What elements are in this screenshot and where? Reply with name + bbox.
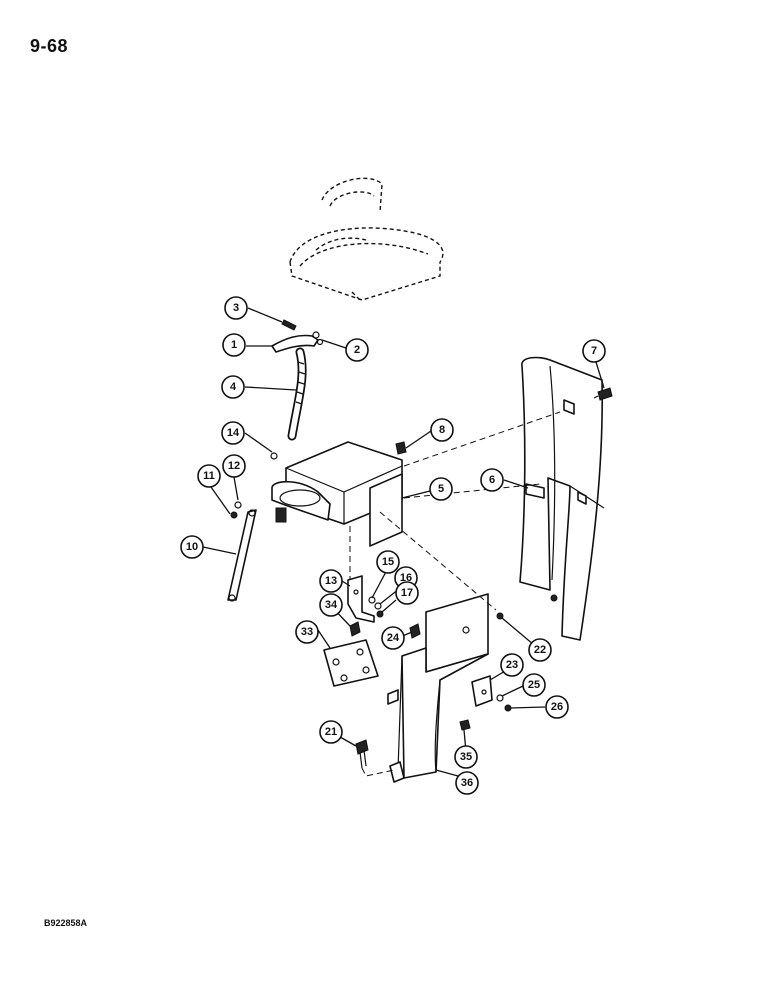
svg-text:3: 3 bbox=[233, 302, 239, 314]
callout-13: 13 bbox=[319, 569, 343, 593]
svg-text:4: 4 bbox=[230, 381, 237, 393]
callout-10: 10 bbox=[180, 535, 204, 559]
lever-assembly bbox=[271, 319, 324, 353]
bolt-21 bbox=[355, 739, 369, 769]
svg-text:33: 33 bbox=[301, 626, 313, 638]
svg-text:34: 34 bbox=[325, 599, 338, 611]
callout-35: 35 bbox=[454, 745, 478, 769]
callout-15: 15 bbox=[376, 550, 400, 574]
callout-25: 25 bbox=[522, 673, 546, 697]
alignment-lines bbox=[349, 411, 561, 777]
nut-35 bbox=[459, 719, 471, 731]
callout-11: 11 bbox=[197, 464, 221, 488]
callout-17: 17 bbox=[395, 581, 419, 605]
svg-text:14: 14 bbox=[227, 427, 240, 439]
svg-text:12: 12 bbox=[228, 460, 240, 472]
page-number: 9-68 bbox=[30, 36, 69, 56]
plate-33 bbox=[323, 639, 379, 687]
svg-text:13: 13 bbox=[325, 575, 337, 587]
callout-36: 36 bbox=[455, 771, 479, 795]
pedestal-36 bbox=[387, 593, 504, 783]
svg-text:35: 35 bbox=[460, 751, 472, 763]
callout-23: 23 bbox=[500, 653, 524, 677]
figure-code: B922858A bbox=[44, 918, 88, 928]
curved-side-panel bbox=[519, 356, 605, 641]
svg-text:23: 23 bbox=[506, 659, 518, 671]
callout-33: 33 bbox=[295, 620, 319, 644]
svg-text:11: 11 bbox=[203, 470, 215, 482]
clip-23 bbox=[471, 675, 512, 712]
callout-1: 1 bbox=[222, 333, 246, 357]
callout-4: 4 bbox=[221, 375, 245, 399]
screw-7 bbox=[593, 387, 613, 401]
hose-rod bbox=[287, 347, 307, 441]
phantom-fender-outline bbox=[289, 177, 444, 301]
callout-5: 5 bbox=[429, 477, 453, 501]
clip-nut-8 bbox=[395, 441, 407, 455]
callout-14: 14 bbox=[221, 421, 245, 445]
svg-text:15: 15 bbox=[382, 556, 394, 568]
callout-7: 7 bbox=[582, 339, 606, 363]
svg-text:1: 1 bbox=[231, 339, 237, 351]
callout-24: 24 bbox=[381, 626, 405, 650]
svg-text:25: 25 bbox=[528, 679, 540, 691]
svg-text:6: 6 bbox=[489, 474, 495, 486]
callout-34: 34 bbox=[319, 593, 343, 617]
console-box bbox=[270, 441, 403, 547]
svg-text:2: 2 bbox=[354, 344, 360, 356]
svg-text:36: 36 bbox=[461, 777, 473, 789]
callout-6: 6 bbox=[480, 468, 504, 492]
callout-3: 3 bbox=[224, 296, 248, 320]
callout-8: 8 bbox=[430, 418, 454, 442]
callout-22: 22 bbox=[528, 638, 552, 662]
callout-26: 26 bbox=[545, 695, 569, 719]
svg-text:16: 16 bbox=[400, 572, 412, 584]
svg-text:24: 24 bbox=[387, 632, 400, 644]
callout-21: 21 bbox=[319, 720, 343, 744]
svg-text:7: 7 bbox=[591, 345, 597, 357]
svg-text:22: 22 bbox=[534, 644, 546, 656]
svg-text:17: 17 bbox=[401, 587, 413, 599]
svg-text:21: 21 bbox=[325, 726, 337, 738]
svg-text:5: 5 bbox=[438, 483, 444, 495]
svg-text:10: 10 bbox=[186, 541, 198, 553]
bolt-24 bbox=[409, 623, 421, 639]
svg-text:26: 26 bbox=[551, 701, 563, 713]
support-strap bbox=[227, 501, 257, 602]
callout-2: 2 bbox=[345, 338, 369, 362]
callout-12: 12 bbox=[222, 454, 246, 478]
bolt-34 bbox=[349, 621, 361, 637]
bracket-13 bbox=[347, 575, 384, 623]
svg-text:8: 8 bbox=[439, 424, 445, 436]
